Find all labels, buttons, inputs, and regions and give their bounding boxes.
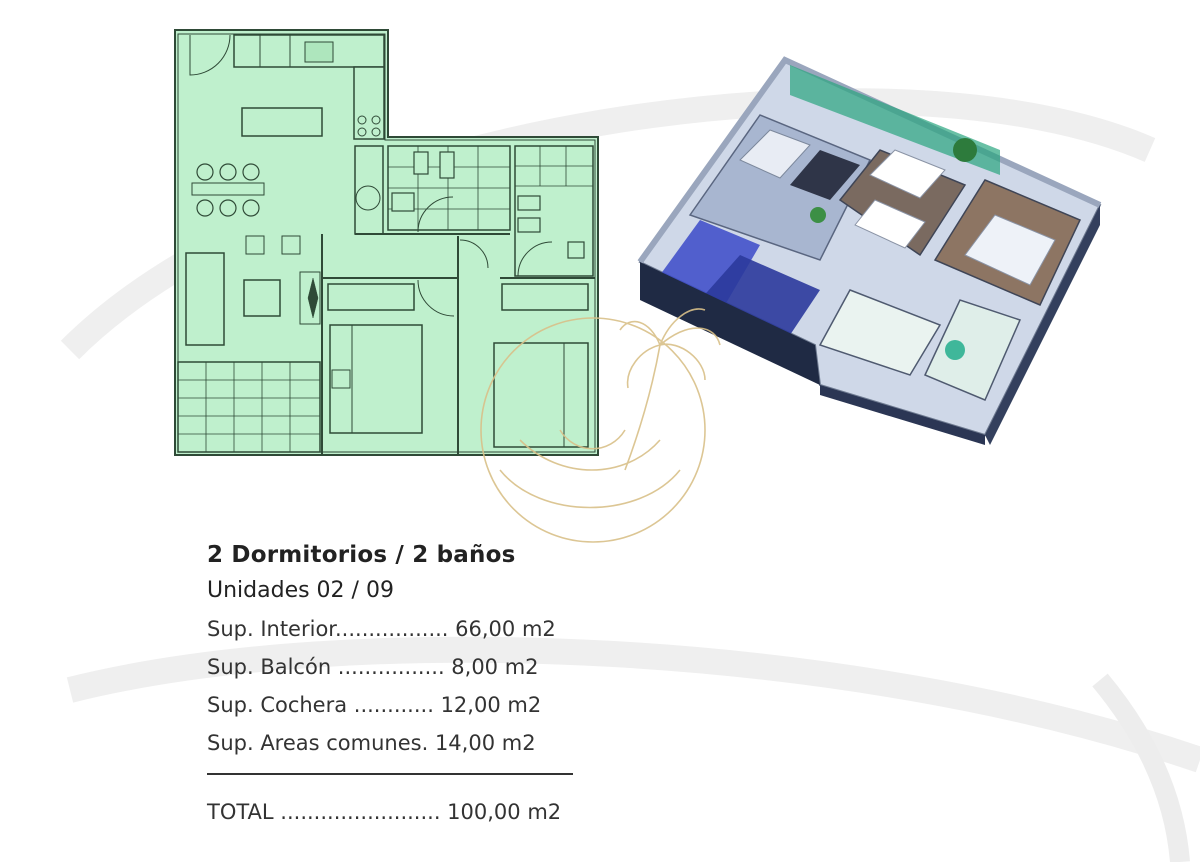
- floor-plan: [174, 29, 599, 456]
- unit-title: 2 Dormitorios / 2 baños: [207, 542, 516, 568]
- palm-tree-logo: [480, 308, 721, 543]
- area-row-common: Sup. Areas comunes. 14,00 m2: [207, 731, 536, 755]
- area-row-garage: Sup. Cochera ............ 12,00 m2: [207, 693, 542, 717]
- unit-numbers: Unidades 02 / 09: [207, 578, 394, 603]
- apartment-3d-render: [637, 56, 1102, 445]
- area-row-interior: Sup. Interior................. 66,00 m2: [207, 617, 556, 641]
- area-total: TOTAL ........................ 100,00 m2: [207, 800, 562, 824]
- unit-info: 2 Dormitorios / 2 baños Unidades 02 / 09…: [207, 538, 627, 762]
- total-divider: [207, 773, 573, 775]
- area-row-balcony: Sup. Balcón ................ 8,00 m2: [207, 655, 539, 679]
